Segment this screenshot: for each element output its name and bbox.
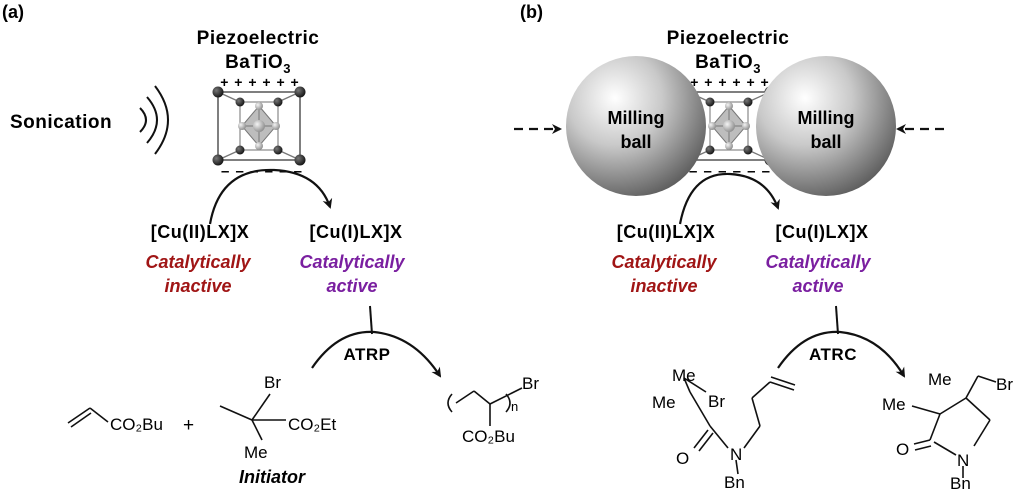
panel-b-title-line1: Piezoelectric (667, 28, 790, 49)
panel-a-atrp-arrow (311, 330, 442, 378)
milling-ball-right-line1: Milling (798, 108, 855, 128)
starting-carbonyl-oxygen: O (676, 449, 689, 468)
reactant-plus: + (183, 415, 194, 436)
panel-b-inactive-line2: inactive (630, 276, 697, 296)
polyacrylate-structure (447, 387, 523, 426)
panel-a-label: (a) (2, 2, 24, 22)
panel-b-reaction-label: ATRC (809, 345, 857, 364)
product-methyl-left: Me (882, 395, 906, 414)
panel-b-redox-arrow (678, 172, 780, 225)
panel-a-cu2-complex: [Cu(II)LX]X (151, 222, 249, 242)
product-bromine: Br (996, 375, 1013, 394)
panel-a-title-line1: Piezoelectric (197, 28, 320, 49)
panel-b-plus-charges: + + + + + + (690, 74, 770, 90)
panel-b-title-line2: BaTiO3 (695, 52, 761, 76)
monomer-ester-group: CO₂Bu (110, 415, 163, 434)
butyl-acrylate-structure (67, 407, 109, 428)
panel-a-catalyst-connector (369, 305, 373, 335)
milling-ball-left-line1: Milling (608, 108, 665, 128)
product-methyl-top: Me (928, 370, 952, 389)
panel-b: (b) Piezoelectric BaTiO3 + + + + + + – –… (514, 2, 1013, 491)
initiator-structure (219, 393, 286, 441)
panel-a-cu1-complex: [Cu(I)LX]X (310, 222, 403, 242)
panel-a-reaction-label: ATRP (343, 345, 390, 364)
panel-a: (a) Piezoelectric BaTiO3 + + + + + + – –… (2, 2, 539, 487)
panel-b-catalyst-connector (835, 305, 839, 335)
starting-benzyl: Bn (724, 473, 745, 491)
panel-b-atrc-arrow (777, 330, 906, 378)
panel-a-title-line2: BaTiO3 (225, 52, 291, 76)
sound-wave-icon (139, 85, 169, 155)
product-lactam-nitrogen: N (957, 451, 969, 470)
polymer-bromine: Br (522, 374, 539, 393)
polymer-ester-group: CO₂Bu (462, 427, 515, 446)
panel-a-redox-arrow (208, 168, 333, 225)
milling-ball-right (756, 56, 896, 196)
product-benzyl: Bn (950, 474, 971, 491)
initiator-label: Initiator (239, 467, 306, 487)
panel-b-minus-charges: – – – – – – (689, 163, 771, 180)
panel-a-inactive-line1: Catalytically (145, 252, 251, 272)
panel-b-active-line2: active (792, 276, 843, 296)
panel-a-active-line2: active (326, 276, 377, 296)
product-carbonyl-oxygen: O (896, 440, 909, 459)
panel-b-label: (b) (520, 2, 543, 22)
panel-a-batio3-crystal (211, 85, 307, 167)
panel-b-inactive-line1: Catalytically (611, 252, 717, 272)
starting-amide-nitrogen: N (730, 445, 742, 464)
panel-a-inactive-line2: inactive (164, 276, 231, 296)
initiator-methyl: Me (244, 443, 268, 462)
starting-bromine: Br (708, 392, 725, 411)
panel-b-active-line1: Catalytically (765, 252, 871, 272)
initiator-bromine: Br (264, 373, 281, 392)
initiator-ester-group: CO₂Et (288, 415, 336, 434)
milling-ball-left-line2: ball (620, 132, 651, 152)
milling-ball-left (566, 56, 706, 196)
panel-a-plus-charges: + + + + + + (220, 74, 300, 90)
panel-a-active-line1: Catalytically (299, 252, 405, 272)
starting-methyl-top: Me (672, 366, 696, 385)
panel-b-cu2-complex: [Cu(II)LX]X (617, 222, 715, 242)
sonication-label: Sonication (10, 112, 112, 133)
pyrrolidinone-structure (911, 375, 997, 478)
milling-ball-right-line2: ball (810, 132, 841, 152)
starting-amide-structure (683, 376, 796, 475)
starting-methyl-left: Me (652, 393, 676, 412)
polymer-repeat-n: n (511, 399, 518, 414)
panel-b-cu1-complex: [Cu(I)LX]X (776, 222, 869, 242)
